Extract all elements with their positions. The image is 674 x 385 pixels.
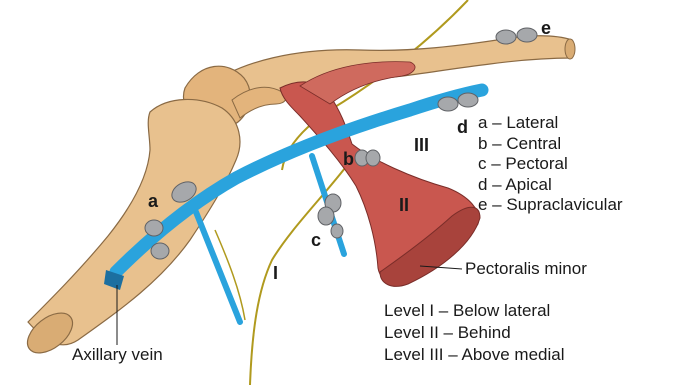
marker-level-3: III [414,135,429,156]
legend-item-lateral: a – Lateral [478,113,623,134]
marker-c: c [311,230,321,251]
node-e-1 [496,30,516,44]
level-descriptions: Level I – Below lateral Level II – Behin… [384,300,565,366]
node-b-2 [366,150,380,166]
vein-branch-lateral [196,212,240,322]
node-c-3 [331,224,343,238]
node-a-2 [145,220,163,236]
node-a-3 [151,243,169,259]
marker-a: a [148,191,158,212]
node-group-legend: a – Lateral b – Central c – Pectoral d –… [478,113,623,216]
node-e-2 [517,28,537,42]
marker-b: b [343,149,354,170]
marker-level-1: I [273,263,278,284]
axillary-vein-label: Axillary vein [72,345,163,365]
level-description-3: Level III – Above medial [384,344,565,366]
node-d-1 [438,97,458,111]
legend-item-pectoral: c – Pectoral [478,154,623,175]
pectoralis-minor-label: Pectoralis minor [465,259,587,279]
legend-item-central: b – Central [478,134,623,155]
marker-d: d [457,117,468,138]
level-description-1: Level I – Below lateral [384,300,565,322]
legend-item-apical: d – Apical [478,175,623,196]
legend-item-supraclavicular: e – Supraclavicular [478,195,623,216]
node-d-2 [458,93,478,107]
clavicle-end [565,39,575,59]
level-description-2: Level II – Behind [384,322,565,344]
marker-level-2: II [399,195,409,216]
marker-e: e [541,18,551,39]
node-c-2 [318,207,334,225]
humerus [28,99,240,344]
